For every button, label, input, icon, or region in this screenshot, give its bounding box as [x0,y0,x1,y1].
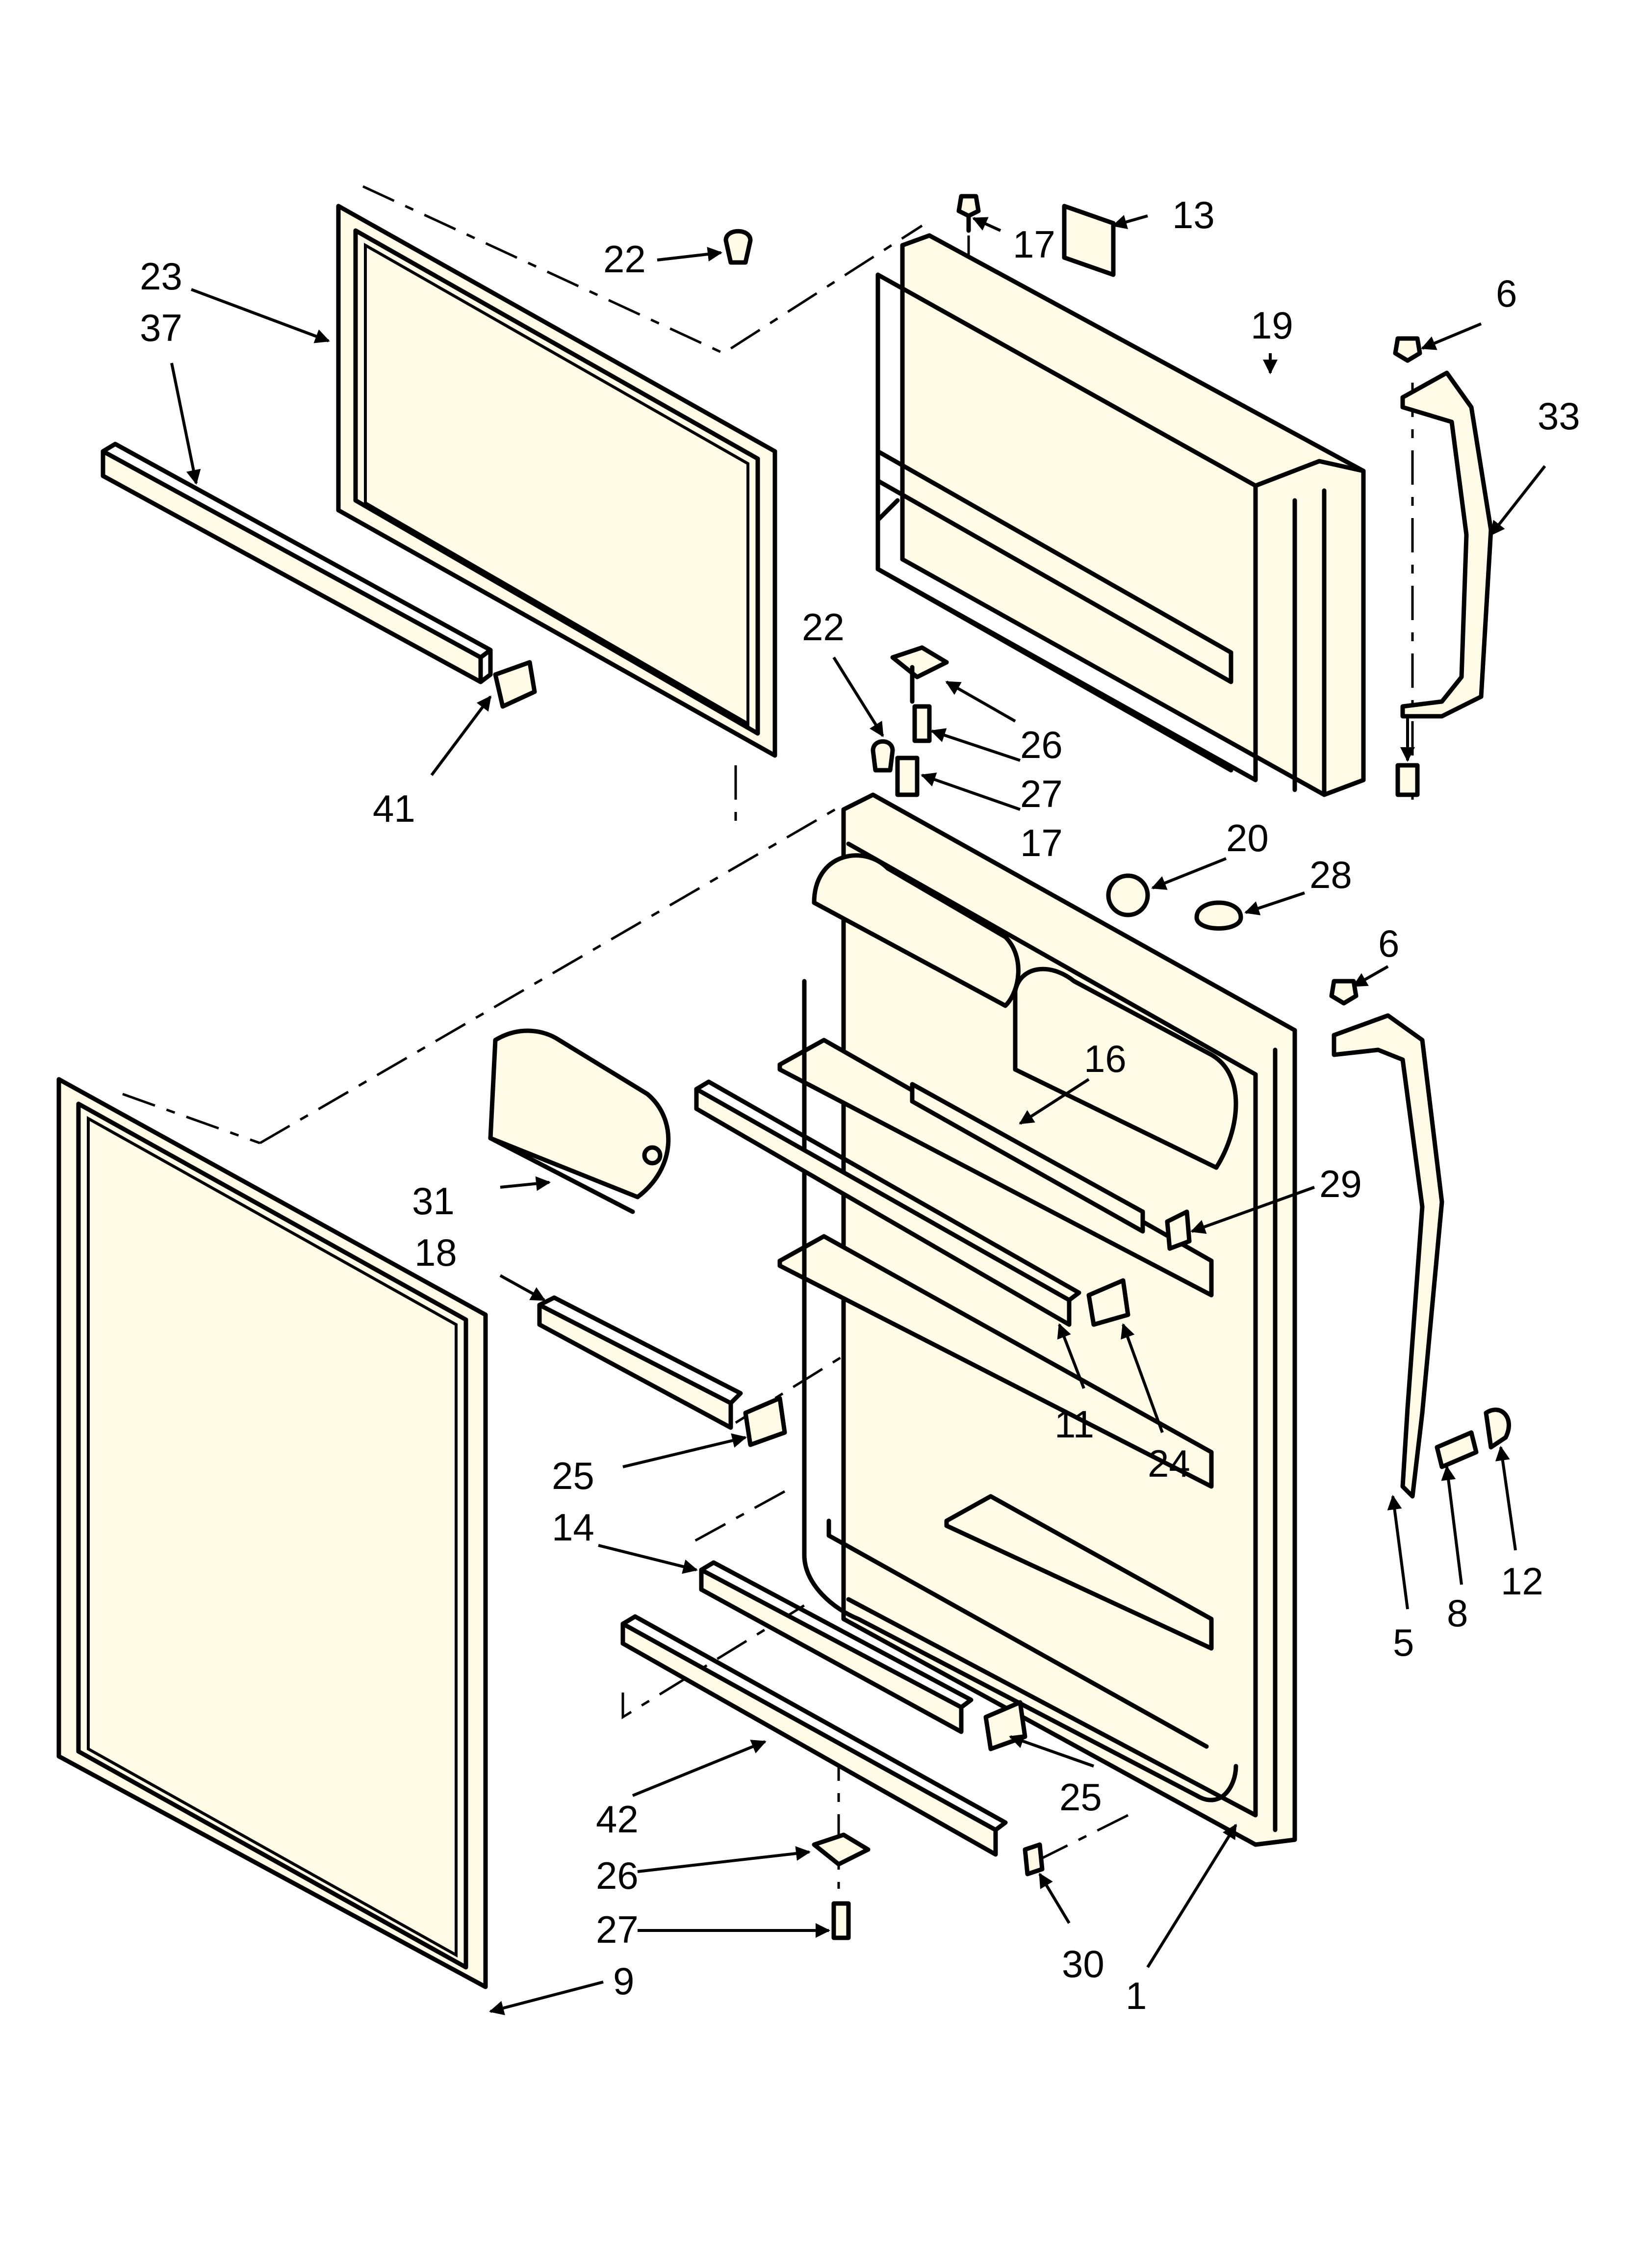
callout-13: 13 [1172,193,1215,236]
plug-22b-icon [871,739,895,773]
callout-19: 19 [1251,304,1293,347]
callout-8: 8 [1447,1591,1468,1635]
retainer-bar-42 [620,1614,1008,1857]
freezer-door-liner [875,233,1366,797]
screw-27a-icon [912,704,932,743]
callout-11: 11 [1054,1403,1094,1446]
retainer-bar-14 [699,1560,974,1734]
callout-29: 29 [1319,1162,1362,1205]
callout-28: 28 [1309,853,1352,896]
callout-27a: 27 [1020,772,1063,815]
callout-12: 12 [1501,1560,1543,1603]
screw-6a-icon [1393,336,1422,363]
screw-17b-icon [895,756,920,797]
screw-17a-icon [956,194,981,233]
callout-31: 31 [412,1179,455,1223]
callout-17b: 17 [1020,821,1063,864]
fresh-food-handle [1332,1013,1444,1499]
callout-41: 41 [373,787,415,830]
freezer-handle [1400,370,1493,719]
callout-16: 16 [1084,1037,1127,1080]
callout-30: 30 [1062,1942,1104,1985]
fresh-food-door-gasket [56,1077,488,1989]
callout-labels: 23 37 41 22 17 13 19 6 33 22 26 27 17 20… [140,193,1580,2017]
callout-24: 24 [1148,1442,1190,1485]
callout-27b: 27 [596,1908,639,1951]
callout-42: 42 [596,1798,639,1841]
callout-25a: 25 [552,1454,594,1497]
freezer-door-trim [101,442,493,684]
plug-22a-icon [723,229,753,265]
hinge-26a-icon [890,645,949,704]
callout-33: 33 [1538,394,1580,438]
screw-27b-icon [831,1901,851,1940]
label-13-icon [1062,204,1116,277]
callout-6b: 6 [1378,922,1399,965]
freezer-door-gasket [336,204,777,758]
hinge-26b-icon [812,1832,871,1867]
callout-18: 18 [414,1231,457,1274]
screw-8-icon [1435,1430,1479,1469]
callout-5: 5 [1393,1621,1414,1664]
callout-22a: 22 [603,237,646,281]
nut-12-icon [1484,1408,1511,1450]
callout-23: 23 [140,255,182,298]
callout-26b: 26 [596,1854,639,1897]
callout-20: 20 [1226,816,1269,860]
callout-14: 14 [552,1506,594,1549]
callout-22b: 22 [802,605,845,649]
plug-28-icon [1194,900,1243,931]
screw-6c-icon [1329,979,1359,1006]
callout-1: 1 [1126,1974,1147,2017]
retainer-bar-16 [910,1082,1145,1234]
fasteners [723,194,1511,1940]
callout-17a: 17 [1013,223,1055,266]
bearing-20-icon [1106,873,1150,917]
leader-lines [170,214,1546,2015]
freezer-trim-clip [493,660,537,709]
screw-6b-icon [1395,763,1420,797]
callout-6a: 6 [1496,272,1517,315]
dairy-door-bin [488,1028,671,1214]
callout-9: 9 [613,1959,634,2003]
retainer-bar-18 [537,1295,743,1430]
callout-37: 37 [140,306,182,349]
end-caps [743,1209,1192,1877]
callout-25b: 25 [1059,1775,1102,1819]
fresh-food-door-liner [777,853,1238,1802]
callout-26a: 26 [1020,723,1063,766]
